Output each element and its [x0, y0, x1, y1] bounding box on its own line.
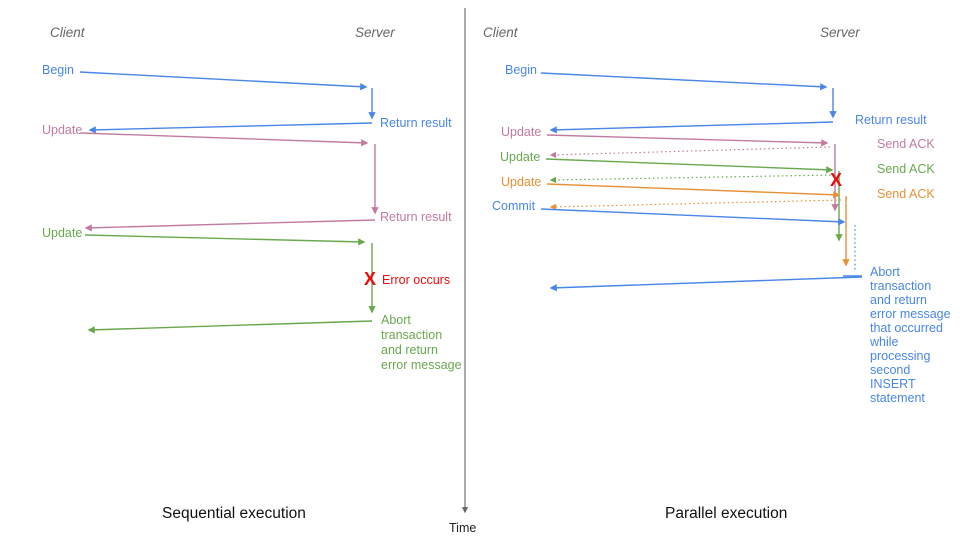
left-abort-message: Abort transaction and return error messa… — [381, 313, 462, 372]
right-update-3-label: Update — [501, 175, 542, 189]
right-update1-request-arrow — [546, 134, 829, 147]
left-update1-return-arrow — [84, 219, 376, 232]
right-update2-request-arrow — [545, 158, 834, 174]
right-client-header: Client — [483, 25, 518, 40]
left-update2-request-arrow — [84, 234, 366, 246]
left-client-header: Client — [50, 25, 85, 40]
left-error-x-icon: X — [364, 269, 377, 289]
right-update3-ack-dotted-arrow — [549, 199, 842, 210]
left-return-result-2-label: Return result — [380, 210, 452, 224]
left-return-result-1-label: Return result — [380, 116, 452, 130]
left-caption: Sequential execution — [162, 505, 306, 522]
right-server-header: Server — [820, 25, 860, 40]
left-error-occurs-label: Error occurs — [382, 273, 451, 287]
right-abort-return-arrow — [549, 276, 863, 292]
left-begin-label: Begin — [42, 63, 74, 77]
left-update1-request-arrow — [80, 132, 369, 147]
right-error-x-icon: X — [830, 170, 843, 190]
right-update-2-label: Update — [500, 150, 541, 164]
right-caption: Parallel execution — [665, 505, 788, 522]
right-update1-ack-dotted-arrow — [549, 146, 831, 158]
right-update2-ack-dotted-arrow — [549, 174, 836, 184]
left-update-1-label: Update — [42, 123, 83, 137]
right-commit-label: Commit — [492, 199, 536, 213]
right-begin-return-arrow — [549, 121, 834, 134]
left-abort-return-arrow — [87, 320, 373, 334]
right-send-ack-3-label: Send ACK — [877, 187, 935, 201]
right-send-ack-1-label: Send ACK — [877, 137, 935, 151]
left-update-2-label: Update — [42, 226, 83, 240]
right-update-1-label: Update — [501, 125, 542, 139]
left-begin-return-arrow — [88, 122, 373, 134]
left-server-header: Server — [355, 25, 395, 40]
right-commit-request-arrow — [540, 208, 846, 226]
right-begin-label: Begin — [505, 63, 537, 77]
left-begin-request-arrow — [79, 71, 368, 91]
right-send-ack-2-label: Send ACK — [877, 162, 935, 176]
time-axis-label: Time — [449, 521, 477, 535]
right-update3-request-arrow — [546, 183, 841, 199]
right-begin-request-arrow — [540, 72, 828, 91]
right-return-result-label: Return result — [855, 113, 927, 127]
right-abort-message: Abort transaction and return error messa… — [870, 265, 951, 405]
